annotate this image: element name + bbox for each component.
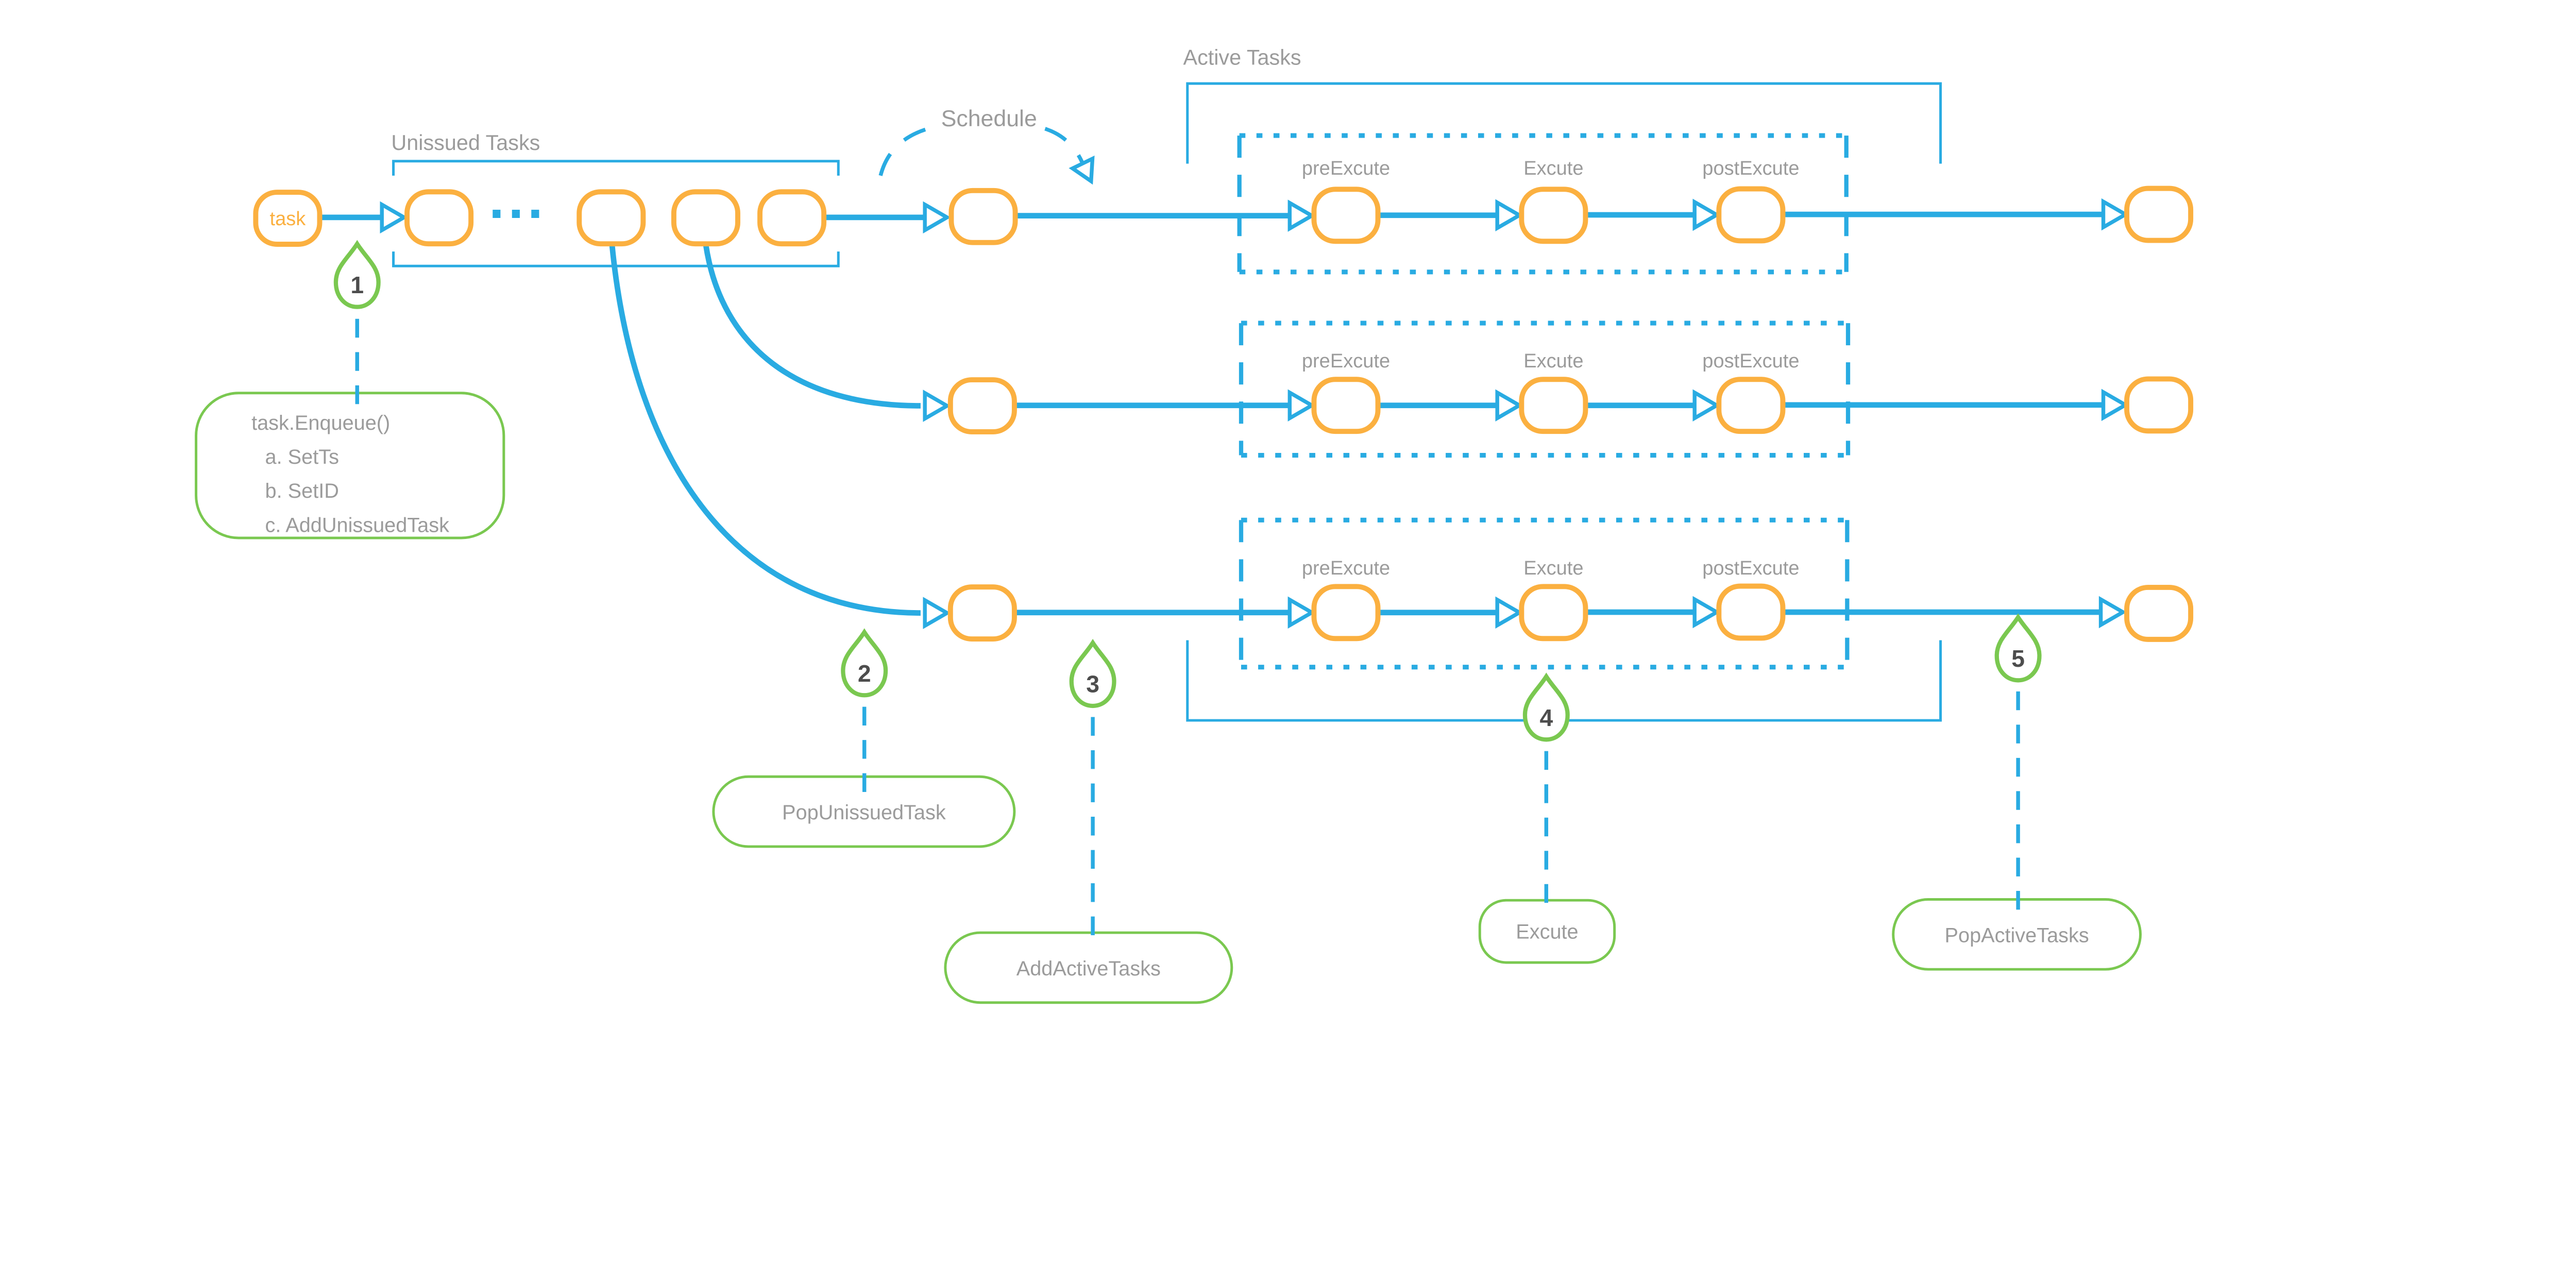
active-tasks-label: Active Tasks (1183, 46, 1301, 70)
row2-pre-excute-label: preExcute (1302, 350, 1390, 372)
row1-scheduled-node (948, 188, 1018, 245)
callout-enqueue-line-4: c. AddUnissuedTask (265, 514, 450, 536)
queue-ellipsis: ··· (489, 182, 547, 244)
row1-pre-excute-label: preExcute (1302, 158, 1390, 179)
task-scheduler-diagram: task ··· Unissued Tasks Active Tasks Sch… (195, 45, 2194, 1004)
callout-add-active-label: AddActiveTasks (1016, 957, 1161, 980)
pin-5: 5 (1994, 613, 2042, 683)
row1-excute-node (1519, 187, 1588, 244)
row3-end-node (2124, 585, 2194, 642)
row2-end-node (2124, 376, 2194, 434)
row3-post-excute-label: postExcute (1702, 558, 1799, 579)
row3-pre-excute-node (1311, 584, 1381, 642)
arrow-row1-pre-to-exec (1379, 199, 1523, 232)
arrow-row2-pre-to-exec (1379, 389, 1523, 421)
row2-excute-node (1519, 377, 1588, 434)
diagram-canvas: task ··· Unissued Tasks Active Tasks Sch… (195, 45, 2194, 1004)
schedule-arc-arrowhead (1069, 155, 1095, 185)
arrow-row3-post-to-end (1784, 596, 2127, 629)
arrow-row2-exec-to-post (1586, 389, 1721, 421)
callout-enqueue: task.Enqueue() a. SetTs b. SetID c. AddU… (195, 392, 505, 539)
schedule-arc-left (878, 126, 931, 176)
arrow-task-to-queue (319, 201, 408, 234)
arrow-row1-exec-to-post (1586, 198, 1721, 231)
queue-node-4 (757, 189, 827, 247)
callout-enqueue-line-2: a. SetTs (265, 446, 339, 468)
arrow-row3-pre-to-exec (1379, 596, 1523, 629)
callout-add-active-tasks: AddActiveTasks (944, 931, 1233, 1004)
callout-pop-active-label: PopActiveTasks (1945, 924, 2089, 947)
pin-2: 2 (841, 628, 888, 698)
task-node-label: task (270, 208, 307, 230)
active-tasks-bracket-top (1186, 82, 1942, 164)
row2-post-excute-label: postExcute (1702, 350, 1799, 372)
arrow-queue-to-worker1 (823, 201, 951, 234)
pin-1-number: 1 (350, 272, 364, 298)
arrow-row3-schedule-to-pre (1014, 596, 1316, 629)
row3-pre-excute-label: preExcute (1302, 558, 1390, 579)
unissued-tasks-label: Unissued Tasks (391, 131, 540, 155)
task-node (253, 190, 323, 247)
pin-3-number: 3 (1086, 670, 1099, 697)
row3-excute-label: Excute (1523, 558, 1583, 579)
row1-post-excute-label: postExcute (1702, 158, 1799, 179)
row3-post-excute-node (1716, 583, 1786, 641)
callout-excute: Excute (1478, 899, 1616, 964)
arrow-row2-schedule-to-pre (1014, 389, 1316, 421)
pin-5-number: 5 (2011, 645, 2025, 672)
row1-end-node (2124, 185, 2194, 243)
queue-node-3 (671, 189, 740, 247)
row1-post-excute-node (1716, 186, 1786, 244)
row3-excute-node (1519, 584, 1588, 642)
callout-enqueue-line-1: task.Enqueue() (251, 412, 390, 434)
row3-scheduled-node (947, 584, 1017, 642)
queue-node-2 (577, 189, 646, 247)
active-task-boundary-row2 (1239, 320, 1851, 458)
callout-pop-unissued-label: PopUnissuedTask (782, 801, 946, 824)
arrow-row3-exec-to-post (1586, 596, 1721, 629)
schedule-label: Schedule (941, 106, 1037, 131)
pin-3: 3 (1069, 638, 1116, 709)
callout-pop-active-tasks: PopActiveTasks (1892, 898, 2142, 971)
pin-4-number: 4 (1539, 704, 1553, 731)
callout-enqueue-line-3: b. SetID (265, 480, 339, 502)
queue-node-1 (404, 189, 474, 247)
unissued-tasks-bracket-top (392, 160, 840, 176)
curve-queue-to-worker2 (703, 244, 951, 422)
pin-4: 4 (1522, 672, 1570, 742)
row2-scheduled-node (947, 377, 1017, 434)
callout-excute-label: Excute (1516, 921, 1578, 943)
curve-queue-to-worker3 (609, 244, 951, 629)
arrow-row2-post-to-end (1784, 389, 2130, 421)
arrow-row1-post-to-end (1784, 198, 2130, 231)
row2-excute-label: Excute (1523, 350, 1583, 372)
arrow-row1-schedule-to-pre (1015, 199, 1316, 232)
row2-pre-excute-node (1311, 377, 1381, 434)
row2-post-excute-node (1716, 377, 1786, 434)
active-task-boundary-row3 (1239, 517, 1850, 670)
row1-pre-excute-node (1311, 187, 1381, 244)
row1-excute-label: Excute (1523, 158, 1583, 179)
pin-2-number: 2 (858, 660, 871, 687)
pin-1: 1 (333, 240, 381, 309)
